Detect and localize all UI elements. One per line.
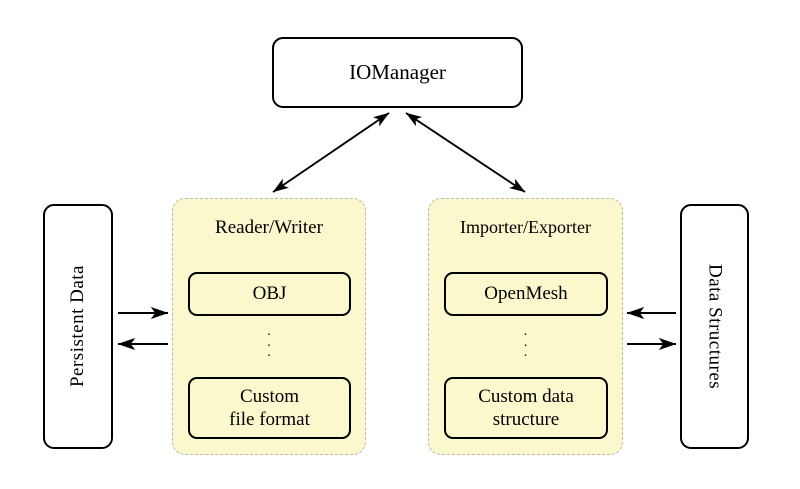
group-reader-writer-title: Reader/Writer — [215, 217, 323, 238]
openmesh-label: OpenMesh — [484, 283, 568, 305]
node-custom-file-format[interactable]: Custom file format — [188, 377, 351, 439]
custom-data-structure-label: Custom data structure — [478, 385, 574, 431]
custom-file-format-line1: Custom — [239, 385, 300, 407]
custom-file-format-label: Custom file format — [229, 385, 310, 431]
node-obj[interactable]: OBJ — [188, 272, 351, 316]
ellipsis-dot-2: . — [523, 334, 528, 350]
group-importer-exporter-title: Importer/Exporter — [460, 217, 591, 237]
persistent-data-label: Persistent Data — [67, 265, 88, 388]
ellipsis-dot-1: . — [523, 324, 528, 339]
importer-exporter-ellipsis: . . . — [429, 324, 622, 360]
group-reader-writer[interactable]: Reader/Writer OBJ . . . Custom file form… — [172, 198, 366, 455]
connector-manager-readerwriter — [272, 112, 390, 193]
connector-manager-importerexporter — [405, 112, 526, 193]
ellipsis-dot-2: . — [267, 334, 271, 350]
custom-data-structure-line2: structure — [492, 409, 560, 430]
custom-data-structure-line1: Custom data — [478, 385, 574, 407]
custom-file-format-line2: file format — [229, 409, 310, 430]
node-openmesh[interactable]: OpenMesh — [444, 272, 608, 316]
node-persistent-data[interactable]: Persistent Data — [43, 204, 113, 449]
ellipsis-dot-3: . — [523, 345, 528, 360]
iomanager-label: IOManager — [349, 59, 446, 84]
data-structures-label: Data Structures — [704, 263, 726, 390]
node-custom-data-structure[interactable]: Custom data structure — [444, 377, 608, 439]
ellipsis-dot-1: . — [267, 324, 271, 339]
reader-writer-ellipsis: . . . — [173, 324, 365, 360]
group-importer-exporter[interactable]: Importer/Exporter OpenMesh . . . Custom … — [428, 198, 623, 455]
ellipsis-dot-3: . — [267, 345, 271, 360]
node-iomanager[interactable]: IOManager — [272, 37, 523, 108]
obj-label: OBJ — [252, 283, 287, 305]
node-data-structures[interactable]: Data Structures — [680, 204, 749, 449]
